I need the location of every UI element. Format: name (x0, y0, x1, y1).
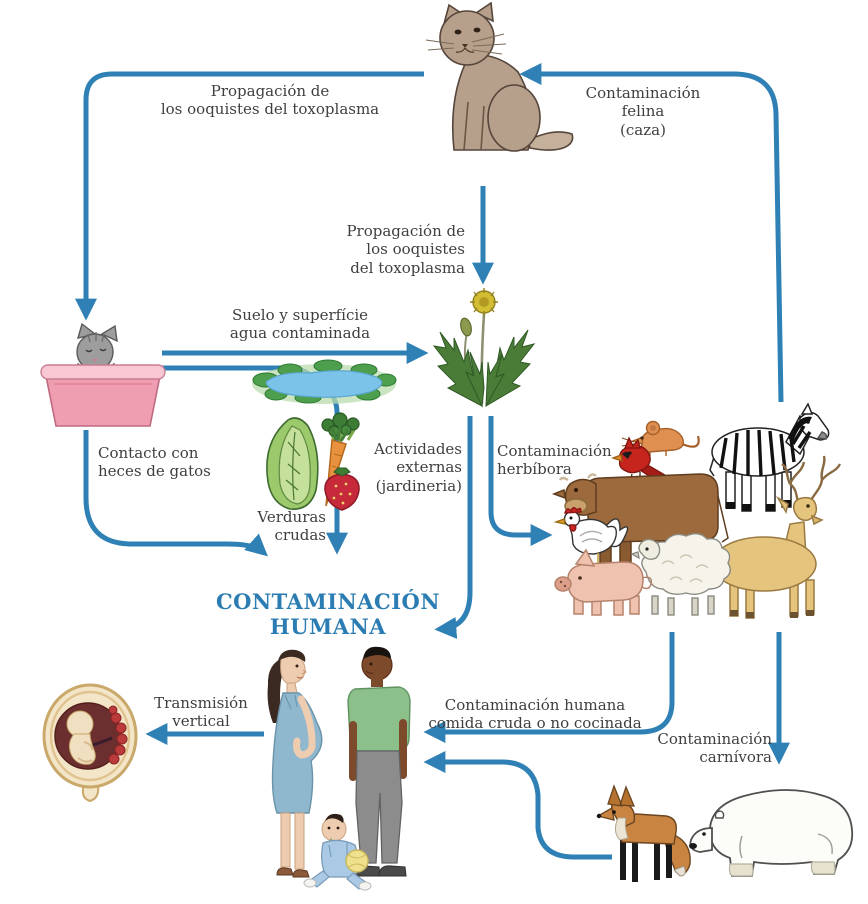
herbivores-illustration (551, 402, 842, 619)
cat-body (439, 2, 574, 152)
dandelion-illustration (432, 288, 536, 408)
lettuce (266, 417, 319, 510)
label-contaminacion-felina: Contaminación felina (caza) (585, 84, 701, 139)
label-actividades: Actividades externas (jardineria) (373, 440, 462, 495)
chicken (553, 507, 629, 570)
label-transmision-vertical: Transmisión vertical (154, 694, 248, 731)
strawberry (324, 467, 360, 511)
fetus (66, 710, 96, 765)
sheep (630, 532, 731, 616)
cat-illustration (425, 2, 574, 152)
carnivores-illustration (596, 784, 854, 882)
pond-illustration (252, 359, 397, 404)
arrow-carnivores-to-humans (423, 750, 612, 860)
vegetables-illustration (266, 412, 360, 511)
dandelion-bud (460, 317, 472, 337)
polar-bear (689, 789, 854, 877)
dandelion-flower (470, 288, 498, 316)
pig (554, 548, 653, 616)
diagram-title: CONTAMINACIÓN HUMANA (215, 589, 441, 639)
litter-box (40, 364, 166, 427)
baby (303, 813, 372, 891)
mouse (621, 420, 700, 456)
label-contacto-heces: Contacto con heces de gatos (98, 444, 211, 481)
litterbox-cat-illustration (40, 322, 166, 427)
humans-illustration (267, 646, 411, 891)
pond-water (265, 370, 383, 398)
label-verduras-crudas: Verduras crudas (257, 508, 326, 545)
placenta (108, 705, 128, 765)
fox (596, 784, 691, 882)
label-herbivora: Contaminación herbíbora (497, 442, 612, 479)
label-humana-comida: Contaminación humana comida cruda o no c… (428, 696, 642, 733)
zebra (709, 402, 830, 512)
man (347, 646, 411, 877)
label-propagacion-mid: Propagación de los ooquistes del toxopla… (346, 222, 465, 277)
fetus-illustration (42, 683, 138, 803)
dandelion-leaves (432, 329, 536, 408)
label-carnivora: Contaminación carnívora (657, 730, 772, 767)
label-suelo-agua: Suelo y superfície agua contaminada (229, 306, 371, 343)
pregnant-woman (267, 649, 323, 878)
deer (704, 455, 842, 619)
cat-face (425, 27, 507, 55)
label-propagacion-top: Propagación de los ooquistes del toxopla… (160, 82, 380, 119)
